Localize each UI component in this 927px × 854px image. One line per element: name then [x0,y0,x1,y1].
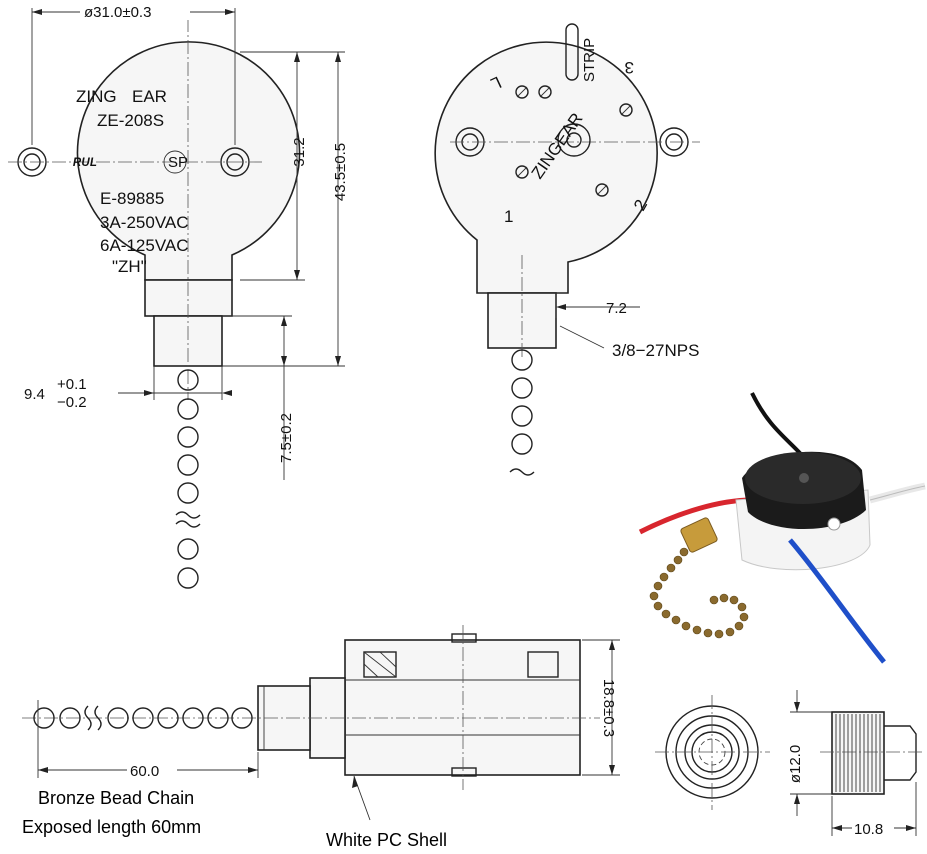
caption-chain-2: Exposed length 60mm [22,817,201,837]
side-view: 60.0 18.8±0.3 Bronze Bead Chain Exposed … [22,625,620,850]
ul-mark-icon: ᴿᵁᴸ [72,155,97,174]
model-label: ZE-208S [97,111,164,130]
dim-front-diameter: ø31.0±0.3 [84,4,151,21]
dim-shaft-tol-minus: −0.2 [57,394,87,411]
brass-knob [680,517,718,553]
black-wire [750,392,810,464]
front-pull-chain [175,369,201,589]
dim-thread-length: 7.2 [606,300,627,317]
strip-slot [565,23,579,81]
dim-shaft-length: 7.5±0.2 [278,413,295,463]
product-photo [638,392,926,664]
caption-shell: White PC Shell [326,830,447,850]
front-view: ᴿᵁᴸ SP ZING EAR ZE-208S E-89885 3A-250VA… [8,2,349,589]
front-mount-hole-right [220,147,250,177]
terminal-hole [538,85,552,99]
code-label: "ZH" [112,257,147,276]
terminal-hole [619,103,633,117]
terminal-hole [595,183,609,197]
brand-line1: ZING [76,87,117,106]
knob-knurl [831,711,885,795]
dim-chain-length: 60.0 [130,763,159,780]
rear-hub [557,123,591,157]
bronze-bead-chain-photo [649,547,749,639]
pos-1-label: 1 [504,207,513,226]
dim-knob-diameter: ø12.0 [787,745,804,783]
terminal-hole [515,85,529,99]
dim-side-height: 18.8±0.3 [600,679,617,737]
side-shell [344,639,581,776]
caption-chain-1: Bronze Bead Chain [38,788,194,808]
brand-line2: EAR [132,87,167,106]
csa-mark-icon [163,150,187,174]
dim-knob-length: 10.8 [854,821,883,838]
rear-view: L 1 2 3 STRIP ZINGEAR 7.2 3/8−27NPS [434,23,700,476]
blue-wire [788,538,886,664]
rear-pull-chain [509,349,535,476]
dim-front-height: 31.2 [291,137,308,166]
listing-label: E-89885 [100,189,164,208]
side-pull-chain [33,705,253,731]
rating-line2: 6A-125VAC [100,236,189,255]
front-neck [144,279,233,317]
front-body [76,41,301,281]
svg-text:SP: SP [168,154,188,171]
dim-shaft-tol-plus: +0.1 [57,376,87,393]
thread-spec-label: 3/8−27NPS [612,341,699,360]
rear-body [434,41,658,294]
dim-front-total: 43.5±0.5 [332,143,349,201]
knob-side-view: ø12.0 10.8 [787,690,925,838]
rating-line1: 3A-250VAC [100,213,189,232]
dim-shaft-base: 9.4 [24,386,45,403]
knob-end-view [655,695,770,810]
terminal-hole [515,165,529,179]
pos-3-label: 3 [625,58,634,77]
strip-label: STRIP [581,38,598,82]
